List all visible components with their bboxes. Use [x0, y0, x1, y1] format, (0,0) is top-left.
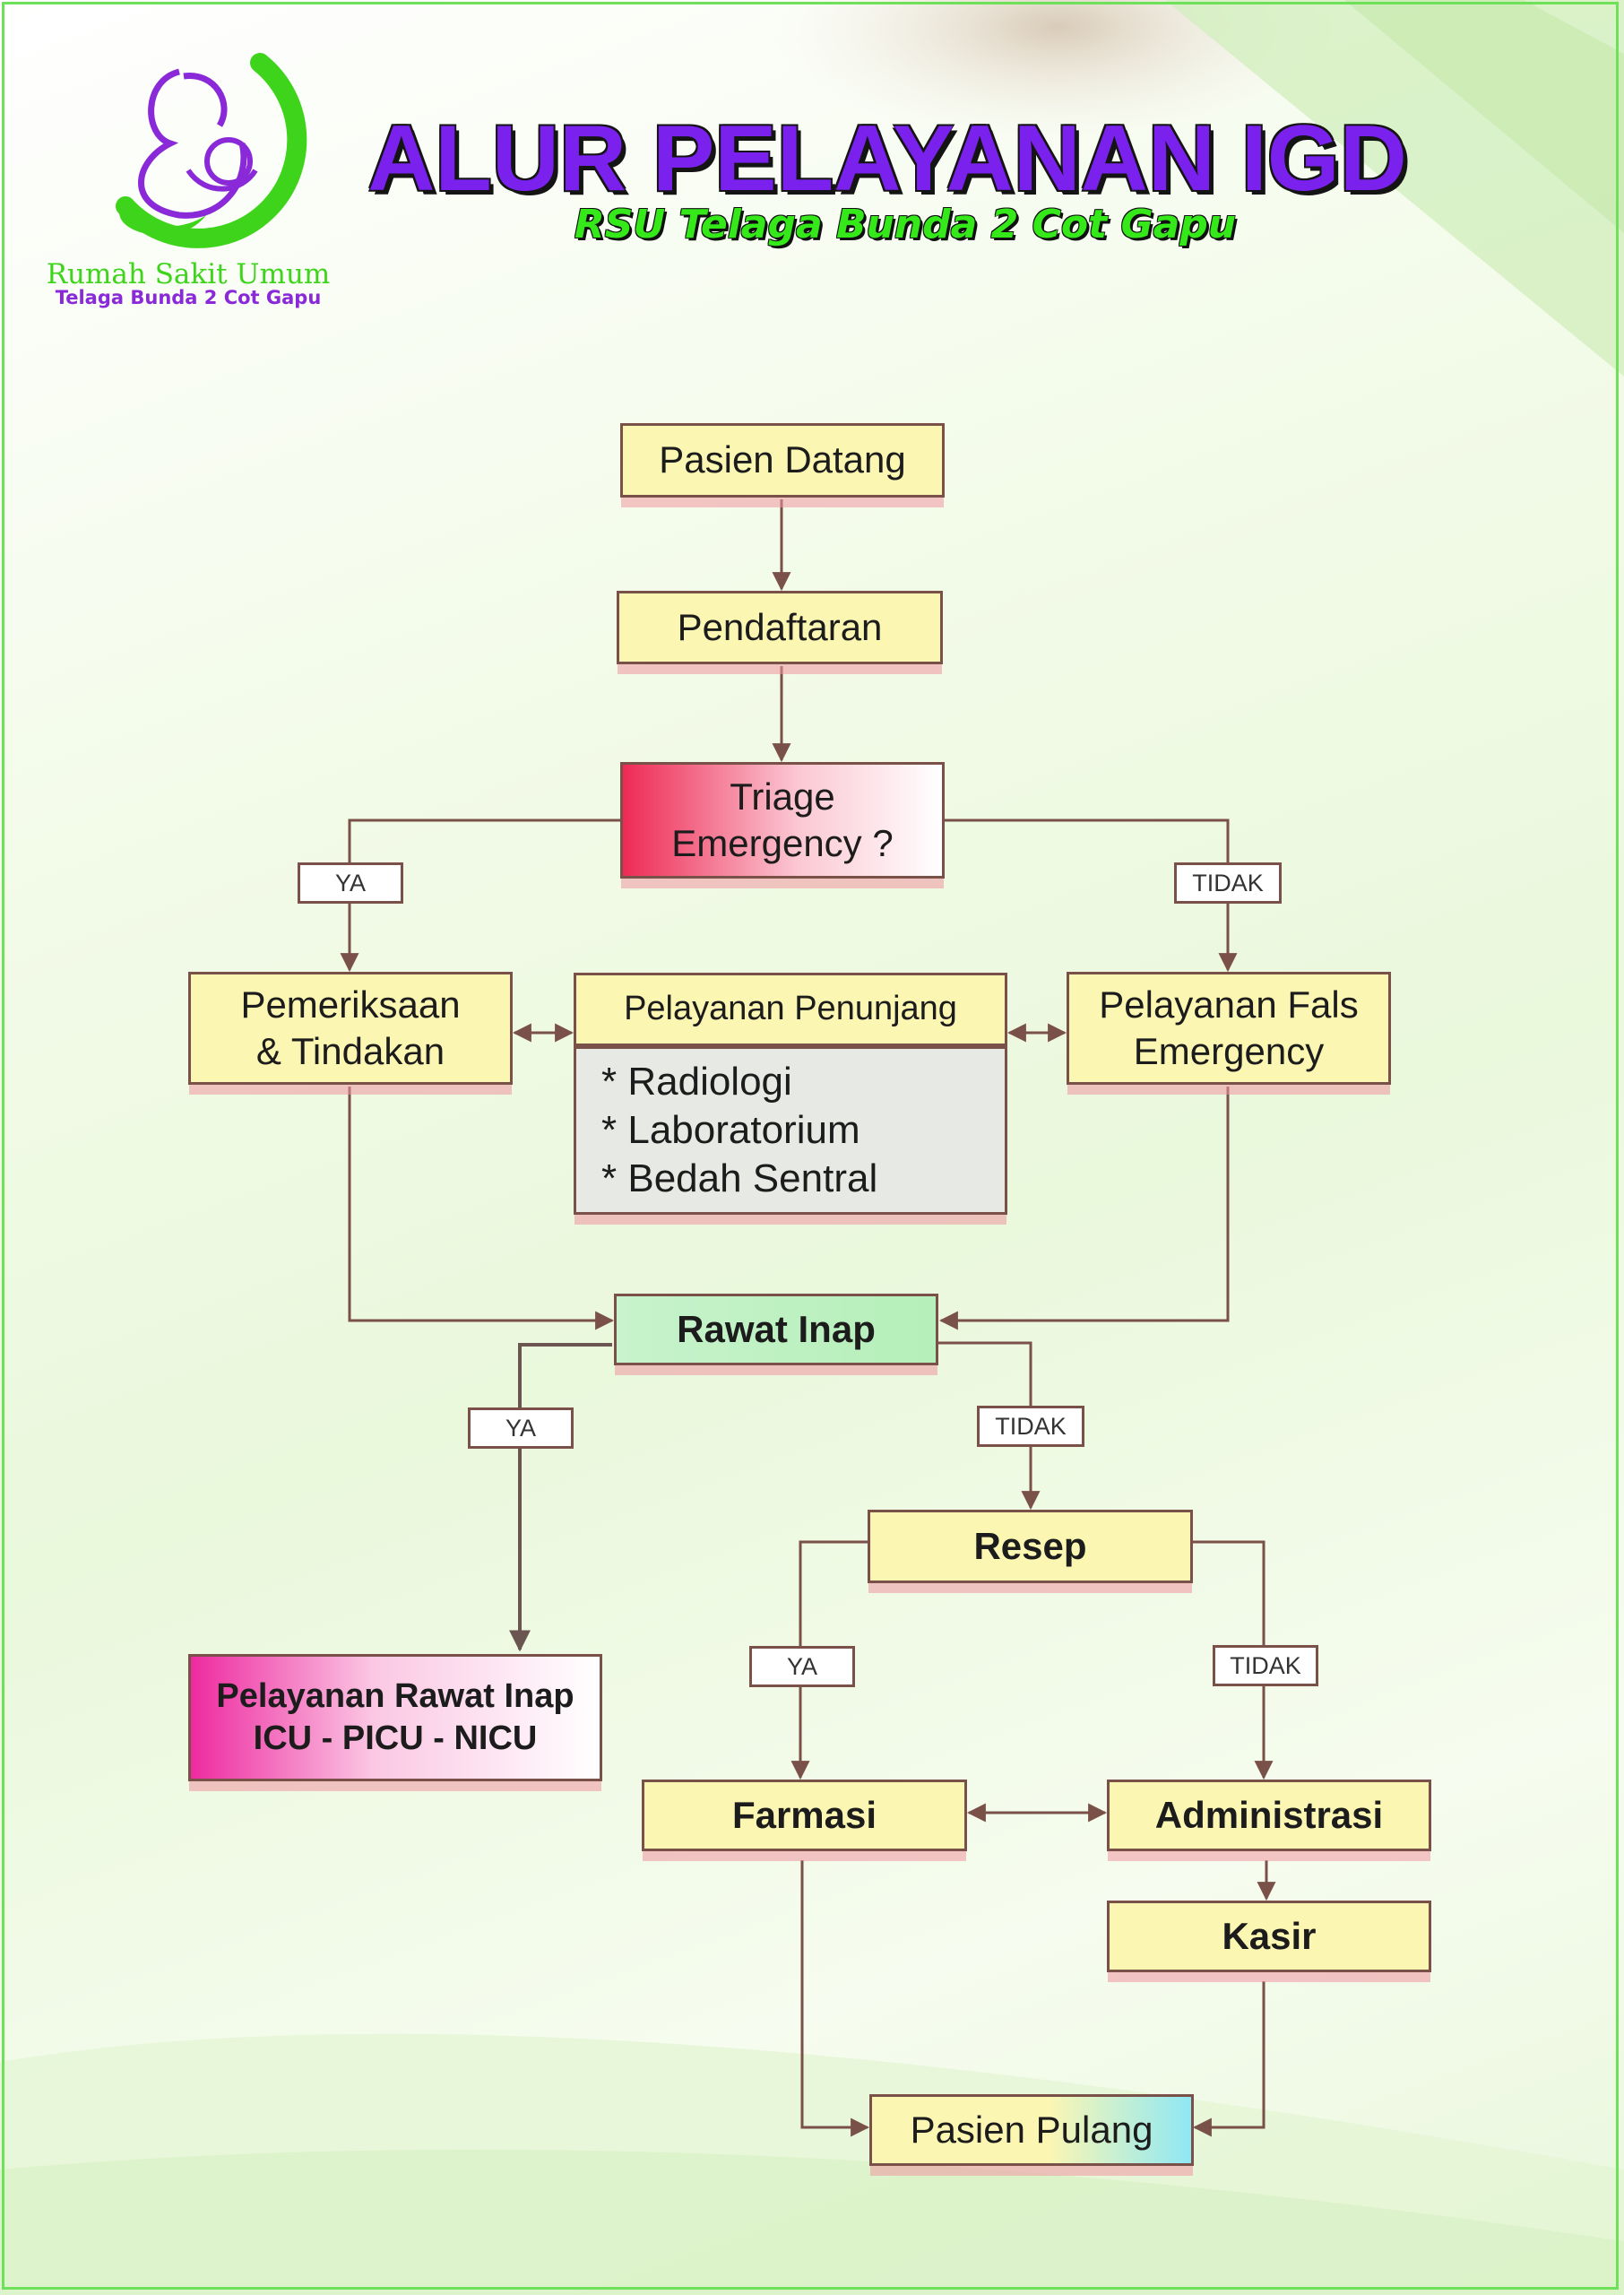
node-kasir: Kasir	[1107, 1901, 1431, 1972]
connector-kasir-pulang	[1192, 1981, 1266, 2137]
node-fals-emergency: Pelayanan Fals Emergency	[1067, 972, 1391, 1085]
label-triage-tidak: TIDAK	[1174, 862, 1282, 904]
logo-line-1: Rumah Sakit Umum	[46, 258, 331, 290]
node-triage: Triage Emergency ?	[620, 762, 945, 879]
connector-rawat-ya	[509, 1343, 612, 1652]
node-resep: Resep	[868, 1510, 1193, 1583]
penunjang-item: * Laboratorium	[601, 1108, 860, 1152]
penunjang-item: * Radiologi	[601, 1060, 792, 1104]
node-administrasi: Administrasi	[1107, 1780, 1431, 1851]
logo-line-2: Telaga Bunda 2 Cot Gapu	[55, 287, 322, 308]
connector-resep-tidak	[1193, 1540, 1274, 1780]
label-triage-ya: YA	[298, 862, 403, 904]
connector-farmasi-pulang	[800, 1860, 870, 2137]
label-resep-ya: YA	[749, 1646, 855, 1687]
label-resep-tidak: TIDAK	[1213, 1645, 1318, 1686]
connector-fals-rawat	[938, 1087, 1230, 1330]
node-farmasi: Farmasi	[642, 1780, 967, 1851]
page-title: ALUR PELAYANAN IGD	[367, 107, 1407, 211]
label-rawat-tidak: TIDAK	[977, 1406, 1084, 1447]
node-rawat-inap: Rawat Inap	[614, 1294, 938, 1365]
connector-resep-ya	[790, 1540, 868, 1780]
hospital-logo	[116, 53, 307, 248]
label-rawat-ya: YA	[468, 1407, 574, 1449]
connector-rawat-tidak	[938, 1341, 1041, 1511]
node-pemeriksaan-tindakan: Pemeriksaan & Tindakan	[188, 972, 513, 1085]
connector-triage-ya	[340, 818, 620, 973]
node-pasien-pulang: Pasien Pulang	[869, 2094, 1194, 2166]
penunjang-item: * Bedah Sentral	[601, 1156, 878, 1200]
page-subtitle: RSU Telaga Bunda 2 Cot Gapu	[574, 202, 1237, 247]
penunjang-list: * Radiologi * Laboratorium * Bedah Sentr…	[574, 1046, 1007, 1215]
node-pelayanan-rawat-inap: Pelayanan Rawat Inap ICU - PICU - NICU	[188, 1654, 602, 1781]
connector-pemeriksaan-rawat	[348, 1087, 615, 1330]
node-pasien-datang: Pasien Datang	[620, 423, 945, 498]
node-pendaftaran: Pendaftaran	[617, 591, 943, 664]
connector-triage-tidak	[945, 818, 1238, 973]
node-pelayanan-penunjang: Pelayanan Penunjang	[574, 973, 1007, 1046]
